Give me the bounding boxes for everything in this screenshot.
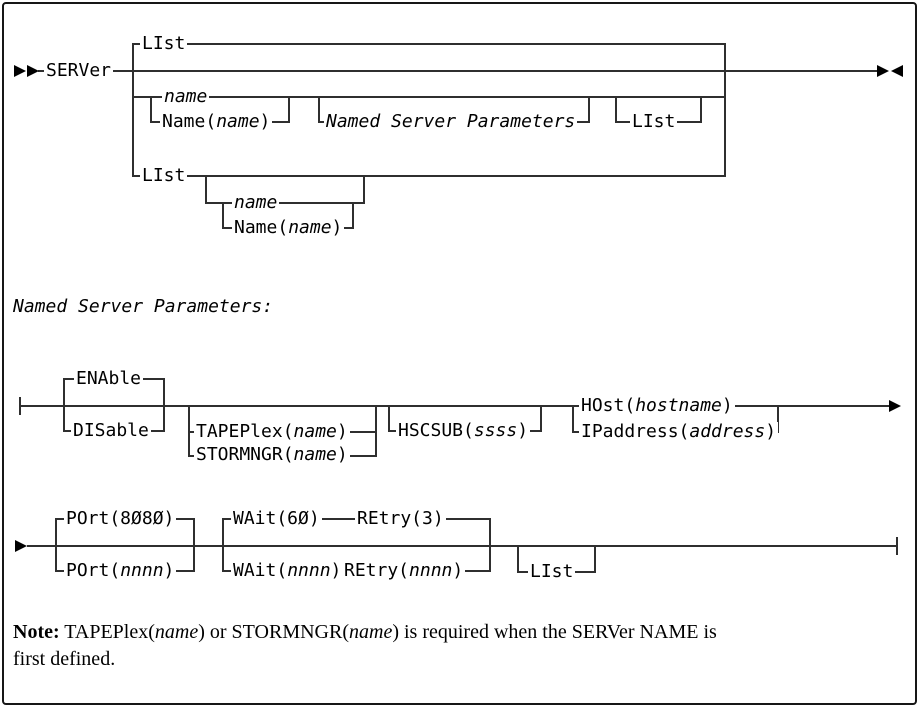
main-rail — [27, 545, 898, 547]
fragment-end-tick — [896, 537, 898, 555]
connector — [540, 405, 542, 432]
named-branch-rail — [132, 96, 724, 98]
connector — [363, 175, 365, 204]
variable-name: name — [162, 86, 210, 107]
list-default-rail — [132, 43, 724, 45]
keyword-port-default: POrt(8Ø8Ø) — [64, 508, 177, 529]
option-list: LIst — [528, 561, 576, 582]
connector — [222, 202, 224, 229]
connector — [193, 518, 195, 572]
continue-arrow-icon — [889, 400, 901, 412]
list-branch-rail — [132, 175, 724, 177]
connector — [588, 96, 590, 123]
keyword-retry-default: REtry(3) — [355, 508, 446, 529]
connector — [318, 96, 320, 123]
connector — [63, 378, 65, 432]
connector — [150, 96, 152, 123]
keyword-stormngr: STORMNGR(name) — [194, 444, 350, 465]
connector — [163, 378, 165, 432]
option-list-default: LIst — [140, 33, 188, 54]
start-arrow-icon — [14, 65, 26, 77]
main-rail — [20, 405, 890, 407]
connector — [205, 175, 207, 204]
keyword-server: SERVer — [44, 60, 114, 81]
keyword-retry: REtry(nnnn) — [342, 560, 466, 581]
connector — [55, 518, 57, 572]
connector — [388, 405, 390, 432]
keyword-disable: DISable — [71, 420, 151, 441]
keyword-host: HOst(hostname) — [579, 395, 735, 416]
connector — [288, 96, 290, 123]
connector — [517, 545, 519, 573]
start-arrow-icon — [27, 65, 39, 77]
keyword-tapeplex: TAPEPlex(name) — [194, 421, 350, 442]
connector — [222, 518, 224, 572]
connector — [777, 405, 779, 433]
connector — [489, 518, 491, 572]
note-line2: first defined. — [13, 648, 116, 670]
branch-join — [724, 43, 726, 177]
keyword-port: POrt(nnnn) — [64, 560, 177, 581]
end-arrow-icon — [891, 65, 903, 77]
note-label: Note: — [13, 621, 60, 643]
fragment-heading: Named Server Parameters: — [13, 296, 274, 317]
connector — [352, 202, 354, 229]
keyword-name: Name(name) — [160, 111, 273, 132]
keyword-ipaddress: IPaddress(address) — [579, 421, 779, 442]
keyword-name: Name(name) — [232, 217, 345, 238]
fragment-reference: Named Server Parameters — [324, 111, 578, 132]
branch-split — [132, 43, 134, 177]
end-arrow-icon — [877, 65, 889, 77]
name2-rail — [205, 202, 363, 204]
connector — [615, 96, 617, 123]
continue-arrow-icon — [15, 540, 27, 552]
connector — [594, 545, 596, 573]
connector — [375, 405, 377, 457]
option-list: LIst — [630, 111, 678, 132]
keyword-list: LIst — [140, 165, 188, 186]
keyword-enable: ENAble — [74, 368, 144, 389]
keyword-hscsub: HSCSUB(ssss) — [396, 420, 531, 441]
main-rail — [38, 70, 878, 72]
variable-name: name — [232, 192, 280, 213]
connector — [700, 96, 702, 123]
note-text: Note: TAPEPlex(name) or STORMNGR(name) i… — [13, 621, 717, 670]
keyword-wait-default: WAit(6Ø) — [231, 508, 322, 529]
connector — [572, 405, 574, 433]
keyword-wait: WAit(nnnn) — [231, 560, 344, 581]
